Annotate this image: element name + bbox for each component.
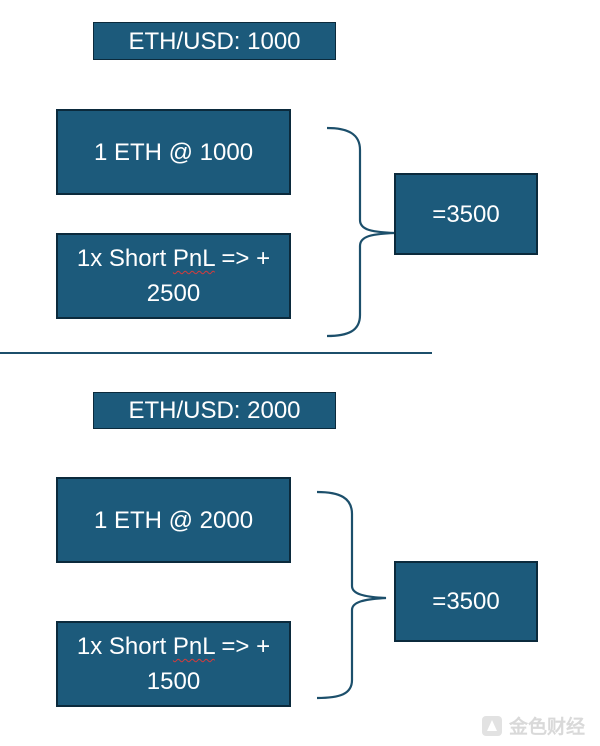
short-pnl-text: 1x Short PnL => + 2500 <box>77 241 270 311</box>
watermark-logo-icon <box>482 715 502 736</box>
total-text: =3500 <box>432 588 500 615</box>
watermark-text: 金色财经 <box>509 717 586 738</box>
price-label-box-1: ETH/USD: 1000 <box>93 22 336 60</box>
short-pnl-text: 1x Short PnL => + 1500 <box>77 629 270 699</box>
short-pnl-suffix: => + <box>214 633 271 660</box>
short-pnl-suffix: => + <box>214 245 271 272</box>
position-text: 1 ETH @ 2000 <box>93 506 254 534</box>
price-label-box-2: ETH/USD: 2000 <box>93 392 336 429</box>
short-pnl-prefix: 1x Short <box>76 245 173 272</box>
short-pnl-box-1: 1x Short PnL => + 2500 <box>56 233 291 319</box>
short-pnl-box-2: 1x Short PnL => + 1500 <box>56 621 291 707</box>
brace-2 <box>316 490 387 700</box>
watermark: 金色财经 <box>481 712 585 739</box>
price-label-text: ETH/USD: 2000 <box>128 397 301 424</box>
position-text: 1 ETH @ 1000 <box>93 138 254 166</box>
position-box-2: 1 ETH @ 2000 <box>56 477 291 563</box>
short-pnl-value: 1500 <box>146 668 201 695</box>
short-pnl-prefix: 1x Short <box>76 633 173 660</box>
price-label-text: ETH/USD: 1000 <box>128 27 301 55</box>
total-text: =3500 <box>432 200 500 228</box>
scenario-divider <box>0 352 432 354</box>
total-box-2: =3500 <box>394 561 538 642</box>
short-pnl-value: 2500 <box>146 280 201 307</box>
pnl-word: PnL <box>172 245 215 272</box>
pnl-word: PnL <box>172 633 215 660</box>
brace-1 <box>326 126 395 338</box>
total-box-1: =3500 <box>394 173 538 255</box>
position-box-1: 1 ETH @ 1000 <box>56 109 291 195</box>
